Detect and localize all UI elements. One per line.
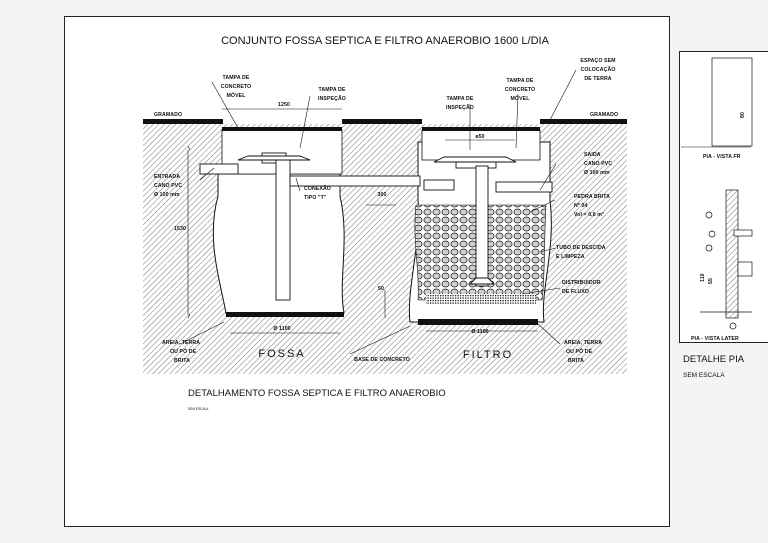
side-detail-scale: SEM ESCALA: [683, 372, 725, 379]
label-saida-3: Ø 100 mm: [584, 170, 610, 176]
side-vista-frontal: PIA - VISTA FR: [703, 154, 741, 160]
label-tubo-1: TUBO DE DESCIDA: [556, 245, 606, 251]
side-vista-lateral: PIA - VISTA LATER: [691, 336, 739, 342]
main-title: CONJUNTO FOSSA SEPTICA E FILTRO ANAEROBI…: [221, 35, 550, 47]
label-base-concreto: BASE DE CONCRETO: [354, 357, 410, 363]
label-areia-right-1: AREIA, TERRA: [564, 340, 602, 346]
label-entrada-1: ENTRADA: [154, 174, 180, 180]
label-tampa-concreto-1: TAMPA DE: [223, 75, 250, 81]
label-fossa: FOSSA: [258, 348, 305, 360]
label-espaco-2: COLOCAÇÃO: [581, 66, 616, 73]
label-areia-left-1: AREIA, TERRA: [162, 340, 200, 346]
label-tampa-concreto-4: TAMPA DE: [507, 78, 534, 84]
dim-300: 300: [378, 192, 387, 198]
scale-note: SEM ESCALA: [188, 407, 209, 411]
label-espaco-1: ESPAÇO SEM: [580, 58, 615, 64]
label-entrada-3: Ø 100 mm: [154, 192, 180, 198]
side-sheet: [679, 51, 768, 343]
label-areia-left-3: BRITA: [174, 358, 190, 364]
label-conexao-1: CONEXÃO: [304, 185, 331, 192]
pipe-system: [199, 152, 553, 301]
label-gramado-left: GRAMADO: [154, 112, 182, 118]
dim-650: ø50: [475, 134, 484, 140]
label-tubo-2: E LIMPEZA: [556, 254, 585, 260]
label-areia-right-3: BRITA: [568, 358, 584, 364]
label-espaco-3: DE TERRA: [584, 76, 611, 82]
label-tampa-inspecao-3: TAMPA DE: [447, 96, 474, 102]
label-tampa-concreto-2: CONCRETO: [221, 84, 251, 90]
label-saida-1: SAIDA: [584, 152, 601, 158]
label-tampa-inspecao-1: TAMPA DE: [319, 87, 346, 93]
label-pedra-3: Vol = 0,6 m³: [574, 212, 604, 218]
label-saida-2: CANO PVC: [584, 161, 612, 167]
label-pedra-2: Nº 04: [574, 203, 587, 209]
label-gramado-right: GRAMADO: [590, 112, 618, 118]
label-tampa-inspecao-2: INSPEÇÃO: [318, 95, 346, 102]
subtitle: DETALHAMENTO FOSSA SEPTICA E FILTRO ANAE…: [188, 388, 446, 399]
dim-1250: 1250: [278, 102, 290, 108]
filter-base-slab: [418, 319, 538, 325]
side-dim-110: 110: [700, 273, 706, 282]
dim-1100-filtro: Ø 1100: [471, 329, 488, 335]
fossa-base-slab: [226, 312, 344, 317]
dimension-lines: [179, 69, 577, 355]
dim-1100-fossa: Ø 1100: [273, 326, 290, 332]
label-tampa-concreto-3: MÓVEL: [227, 91, 247, 99]
ground-line: [143, 119, 627, 131]
label-filtro: FILTRO: [463, 349, 513, 361]
dim-50: 50: [378, 286, 384, 292]
label-distribuidor-1: DISTRIBUIDOR: [562, 280, 601, 286]
side-detail-title: DETALHE PIA: [683, 354, 745, 365]
label-distribuidor-2: DE FLUXO: [562, 289, 589, 295]
label-tampa-inspecao-4: INSPEÇÃO: [446, 104, 474, 111]
label-conexao-2: TIPO "T": [304, 195, 327, 201]
label-entrada-2: CANO PVC: [154, 183, 182, 189]
side-dim-80: 80: [740, 112, 746, 118]
label-areia-right-2: OU PÓ DE: [566, 347, 593, 355]
dim-1530: 1530: [174, 226, 186, 232]
label-tampa-concreto-5: CONCRETO: [505, 87, 535, 93]
label-tampa-concreto-6: MÓVEL: [511, 94, 531, 102]
side-dim-55: 55: [708, 278, 714, 284]
side-detail-sketch: [700, 57, 753, 330]
label-pedra-1: PEDRA BRITA: [574, 194, 610, 200]
label-areia-left-2: OU PÓ DE: [170, 347, 197, 355]
